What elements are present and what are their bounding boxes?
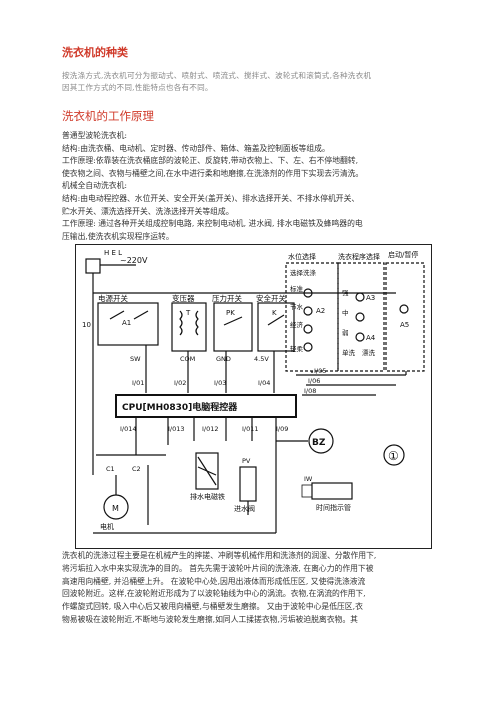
sub-label: 漂洗 [362,348,376,357]
misc-label: C1 [106,465,115,473]
cpu-label: CPU[MH0830]电脑程控器 [122,401,238,413]
body-line: 结构:由洗衣桶、电动机、定时器、传动部件、箱体、箱盖及控制面板等组成。 [62,143,330,153]
switch-label: K [272,309,277,317]
principle-paragraph: 普通型波轮洗衣机: 结构:由洗衣桶、电动机、定时器、传动部件、箱体、箱盖及控制面… [62,130,434,243]
inlet-valve-label: 进水阀 [234,504,255,513]
circuit-diagram: H E L ~220V 电源开关 变压器 压力开关 安全开关 水位选择 洗衣程序… [75,244,432,549]
time-display-label: 时间指示管 [316,503,351,512]
power-switch-label: 电源开关 [98,293,128,303]
motor-label: 电机 [100,522,114,531]
misc-label: COM [180,355,195,363]
body-line: 高速甩向桶壁, 并沿桶壁上升。 在波轮中心处,因甩出液体而形成低压区, 又使得洗… [62,576,366,586]
body-line: 将污垢拉入水中来实现洗净的目的。 首先先需于波轮叶片间的洗涤液, 在离心力的作用… [62,563,374,573]
water-level-label: 水位选择 [288,252,316,261]
wash-program-label: 洗衣程序选择 [338,252,380,261]
circuit-diagram-svg: H E L ~220V 电源开关 变压器 压力开关 安全开关 水位选择 洗衣程序… [82,249,425,534]
body-line: 使衣物之间、衣物与桶壁之间,在水中进行柔和地磨擦,在洗涤剂的作用下实现去污清洗。 [62,168,364,178]
port-label: I/06 [308,377,320,385]
misc-label: C2 [132,465,141,473]
solenoid-label: 排水电磁铁 [190,492,225,501]
intro-line: 按洗涤方式,洗衣机可分为振动式、喷射式、喷流式、搅拌式、波轮式和滚筒式,各种洗衣… [62,71,372,80]
port-label: I/014 [120,425,137,433]
switch-label: PK [226,309,235,317]
port-label: I/05 [314,367,326,375]
switch-label: T [185,309,191,317]
buzzer-label: BZ [312,438,326,448]
switch-label: A3 [366,294,375,302]
body-line: 普通型波轮洗衣机: [62,131,128,140]
inlet-valve-icon [239,466,257,502]
transformer-label: 变压器 [172,293,195,303]
sub-label: 弱 [342,329,349,337]
switch-label: A1 [122,319,131,327]
sub-label: 中 [342,308,349,317]
section-title: 洗衣机的工作原理 [62,109,154,123]
body-line: 机械全自动洗衣机: [62,181,128,191]
body-line: 工作原理:依靠装在洗衣桶底部的波轮正、反旋转,带动衣物上、下、左、右不停地翻转, [62,156,359,166]
plug-icon [85,258,101,274]
body-line: 物易被吸在波轮附近,不断地与波轮发生磨擦,如同人工揉搓衣物,污垢被迫脱离衣物。其 [62,614,358,624]
switch-label: A4 [366,334,376,342]
washing-process-paragraph: 洗衣机的洗涤过程主要是在机械产生的摔搓、冲刷等机械作用和洗涤剂的润湿、分散作用下… [62,550,434,627]
port-label: I/09 [276,425,288,433]
body-line: 压输出,使洗衣机实现程序运转。 [62,231,174,241]
sub-label: 单洗 [342,348,356,357]
port-label: I/012 [202,425,219,433]
misc-label: PV [242,457,251,465]
port-label: I/03 [214,379,226,387]
voltage-label: ~220V [120,256,148,265]
sub-label: 标准 [290,284,304,293]
port-label: I/08 [304,387,316,395]
drain-solenoid-icon [195,452,219,490]
motor-symbol: M [112,504,119,513]
body-line: 结构:由电动程控器、水位开关、安全开关(盖开关)、排水选择开关、不排水停机开关、 [62,193,360,203]
sub-label: 节水 [290,302,304,311]
misc-label: GND [216,355,231,363]
body-line: 作螺旋式回转, 吸入中心后又被甩向桶壁,与桶壁发生磨擦。 又由于波轮中心是低压区… [62,602,363,612]
body-line: 贮水开关、漂洗选择开关、洗涤选择开关等组成。 [62,206,234,216]
buzzer-icon [308,428,334,454]
intro-line: 因其工作方式的不同,性能特点也各有不同。 [62,83,213,92]
body-line: 工作原理: 通过各种开关组成控制电路, 来控制电动机, 进水阀, 排水电磁铁及蜂… [62,219,363,229]
wash-select-label: 选择洗涤 [290,268,317,277]
body-line: 洗衣机的洗涤过程主要是在机械产生的摔搓、冲刷等机械作用和洗涤剂的润湿、分散作用下… [62,551,377,560]
circle-number: ① [388,449,399,463]
sub-label: 强 [342,289,349,297]
misc-label: 4.5V [254,355,269,363]
intro-paragraph: 按洗涤方式,洗衣机可分为振动式、喷射式、喷流式、搅拌式、波轮式和滚筒式,各种洗衣… [62,70,434,94]
switch-label: A2 [316,307,325,315]
port-label: I/01 [132,379,144,387]
switch-label: A5 [400,321,409,329]
sub-label: 轻柔 [290,344,304,353]
misc-label: IW [304,475,313,483]
start-pause-label: 启动/暂停 [388,250,418,259]
page-title: 洗衣机的种类 [62,46,128,59]
plug-label: H E L [104,249,122,257]
port-label: I/013 [168,425,185,433]
switch-label: 10 [82,321,91,329]
sub-label: 经济 [290,320,304,329]
port-label: I/04 [258,379,270,387]
misc-label: SW [130,355,141,363]
port-label: I/02 [174,379,186,387]
time-display-icon [311,482,353,500]
safety-switch-label: 安全开关 [256,293,286,303]
pressure-switch-label: 压力开关 [212,293,242,303]
body-line: 回波轮附近。这样,在波轮附近形成为了以波轮轴线为中心的涡流。衣物,在涡流的作用下… [62,589,366,599]
port-label: I/011 [242,425,259,433]
